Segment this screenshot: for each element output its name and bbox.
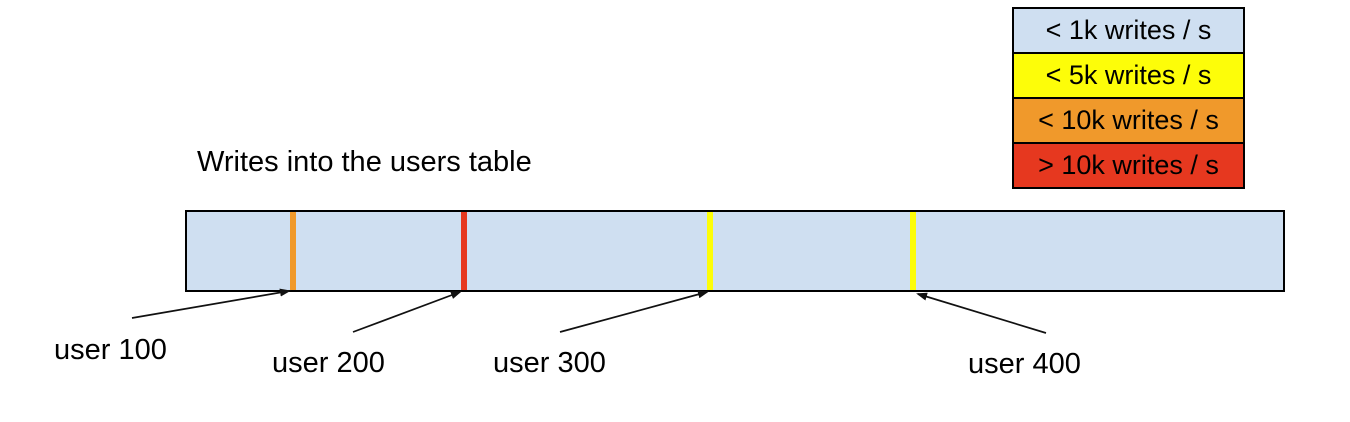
arrow-user-400 xyxy=(916,292,1047,334)
legend-item-label: < 5k writes / s xyxy=(1045,60,1212,90)
users-table-bar xyxy=(185,210,1285,292)
legend-item-label: < 1k writes / s xyxy=(1045,15,1212,45)
legend-item-label: < 10k writes / s xyxy=(1038,105,1219,135)
label-user-300: user 300 xyxy=(493,347,606,379)
legend: < 1k writes / s < 5k writes / s < 10k wr… xyxy=(1012,7,1245,189)
arrow-user-200 xyxy=(352,291,462,333)
label-user-200: user 200 xyxy=(272,347,385,379)
arrow-user-300 xyxy=(559,290,709,333)
write-hotspot-tick-user-200 xyxy=(461,212,467,290)
write-hotspot-tick-user-100 xyxy=(290,212,296,290)
legend-item-under-1k: < 1k writes / s xyxy=(1012,7,1245,54)
legend-item-under-5k: < 5k writes / s xyxy=(1012,52,1245,99)
write-hotspot-tick-user-400 xyxy=(910,212,916,290)
legend-item-over-10k: > 10k writes / s xyxy=(1012,142,1245,189)
legend-item-label: > 10k writes / s xyxy=(1038,150,1219,180)
label-user-100: user 100 xyxy=(54,334,167,366)
diagram-title: Writes into the users table xyxy=(197,146,532,178)
write-hotspot-tick-user-300 xyxy=(707,212,713,290)
legend-item-under-10k: < 10k writes / s xyxy=(1012,97,1245,144)
label-user-400: user 400 xyxy=(968,348,1081,380)
arrow-user-100 xyxy=(131,288,291,319)
